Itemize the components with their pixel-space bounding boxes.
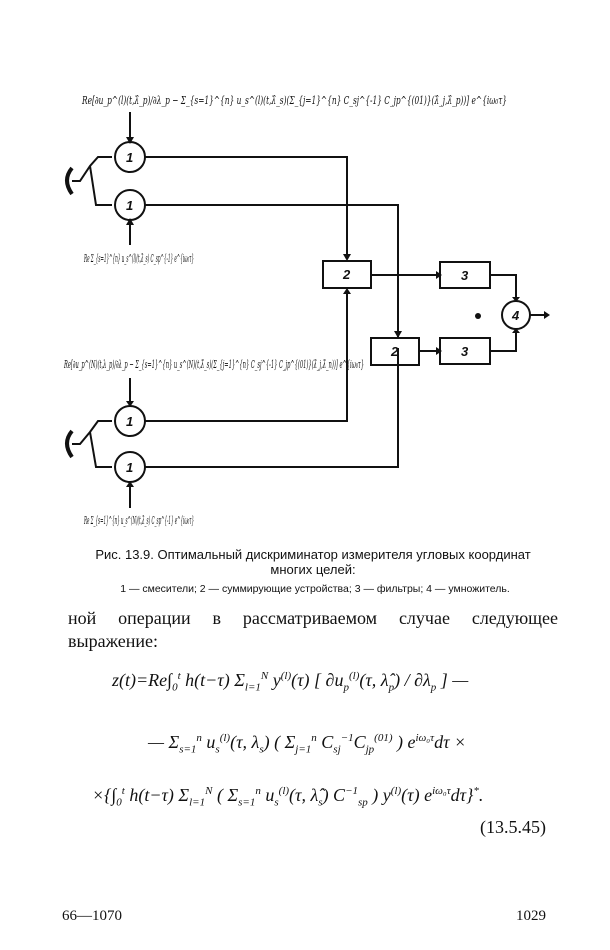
page-number: 1029 [516, 908, 546, 924]
equation-line-2: — Σs=1n us(l)(τ, λs) ( Σj=1n Csj−1Cjp(01… [148, 732, 467, 756]
equation-number: (13.5.45) [480, 817, 546, 837]
mixer-label: 1 [126, 460, 133, 475]
figure-legend: 1 — смесители; 2 — суммирующие устройств… [120, 583, 510, 595]
formula-bottom-lower: Re Σ_{s=1}^{n} u_s^(N)(t,λ̂_s) C_sp^{-1}… [84, 514, 194, 527]
equation-line-1: z(t)=Re∫0t h(t−τ) Σl=1N y(l)(τ) [ ∂up(l)… [112, 670, 469, 694]
body-paragraph: ной операции в рассматриваемом случае сл… [68, 608, 558, 651]
signature-mark: 66—1070 [62, 908, 122, 924]
formula-bottom-upper: Re[∂u_p^(N)(t,λ_p)/∂λ_p − Σ_{s=1}^{n} u_… [64, 358, 364, 371]
mixer-label: 1 [126, 198, 133, 213]
summator-label: 2 [390, 344, 399, 359]
antenna-icon-top [65, 166, 74, 196]
filter-label: 3 [461, 268, 469, 283]
formula-top-lower: Re Σ_{s=1}^{n} u_s^(l)(t,λ̂_s) C_sp^{-1}… [84, 252, 194, 265]
mixer-label: 1 [126, 414, 133, 429]
block-diagram: 1 1 1 1 2 2 3 3 4 Re[∂u_p^(l)(t,λ̂_p)/∂λ… [64, 94, 550, 527]
formula-top-upper: Re[∂u_p^(l)(t,λ̂_p)/∂λ_p − Σ_{s=1}^{n} u… [81, 94, 507, 107]
summator-label: 2 [342, 267, 351, 282]
antenna-icon-bottom [65, 429, 74, 459]
multiplier-label: 4 [511, 308, 520, 323]
filter-label: 3 [461, 344, 469, 359]
figure-caption: Рис. 13.9. Оптимальный дискриминатор изм… [95, 547, 531, 577]
mixer-label: 1 [126, 150, 133, 165]
equation-line-3: ×{∫0t h(t−τ) Σl=1N ( Σs=1n us(l)(τ, λ̂s)… [92, 785, 484, 809]
